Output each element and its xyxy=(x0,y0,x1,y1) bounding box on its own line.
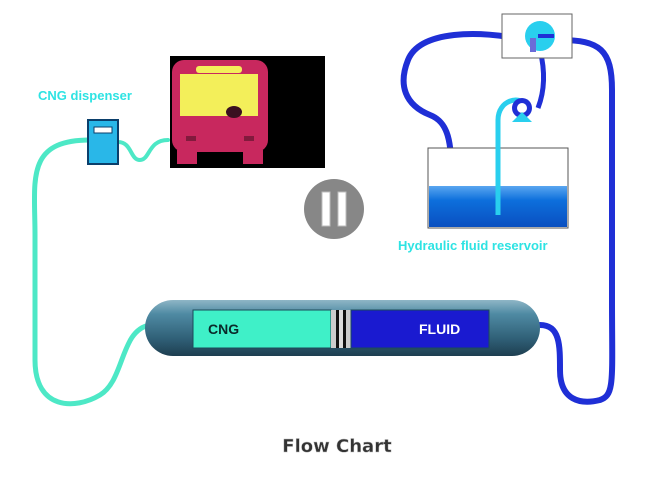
fluid-upper-loop xyxy=(400,31,528,188)
fluid-return-line xyxy=(537,37,616,405)
accumulator-tank xyxy=(145,300,540,356)
pump-outlet-pipe xyxy=(535,49,546,109)
cng-chamber-label: CNG xyxy=(208,321,239,337)
fluid-chamber-label: FLUID xyxy=(419,321,460,337)
valve-box xyxy=(501,13,573,59)
cng-dispenser-label: CNG dispenser xyxy=(38,88,132,103)
dispenser-icon xyxy=(87,119,119,165)
reservoir-label: Hydraulic fluid reservoir xyxy=(398,238,548,253)
pump-icon xyxy=(512,98,532,122)
dispenser-hose xyxy=(116,138,170,163)
cng-supply-line xyxy=(31,137,153,407)
pause-icon[interactable] xyxy=(304,179,364,239)
diagram-caption: Flow Chart xyxy=(282,436,392,457)
bus-icon xyxy=(170,56,325,168)
